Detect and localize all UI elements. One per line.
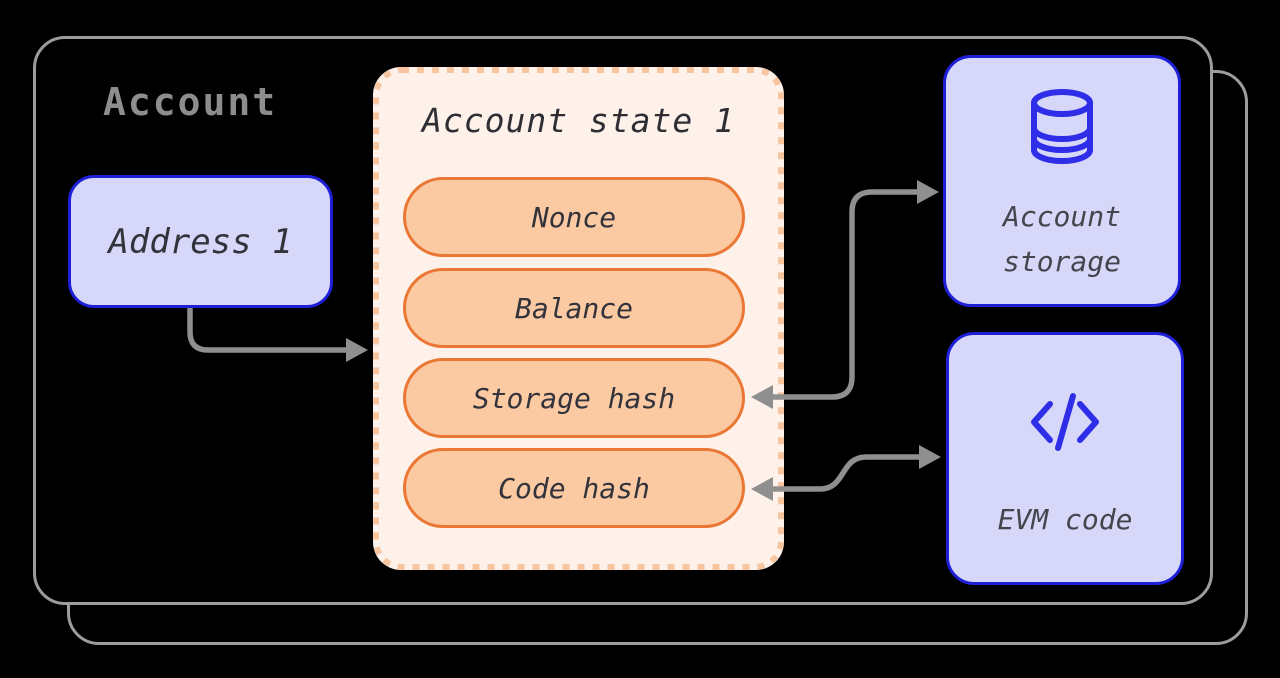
address-box: Address 1 bbox=[68, 175, 333, 308]
balance-label: Balance bbox=[514, 291, 633, 325]
code-hash-label: Code hash bbox=[498, 471, 650, 505]
account-storage-label: Account storage bbox=[946, 194, 1178, 284]
code-hash-pill: Code hash bbox=[403, 448, 745, 528]
account-card-title: Account bbox=[103, 80, 278, 124]
balance-pill: Balance bbox=[403, 268, 745, 348]
account-state-box: Account state 1 Nonce Balance Storage ha… bbox=[373, 67, 784, 570]
evm-code-box: EVM code bbox=[946, 332, 1184, 585]
nonce-label: Nonce bbox=[531, 200, 617, 234]
address-label: Address 1 bbox=[108, 221, 293, 262]
storage-hash-pill: Storage hash bbox=[403, 358, 745, 438]
nonce-pill: Nonce bbox=[403, 177, 745, 257]
account-storage-label-line2: storage bbox=[1002, 245, 1121, 278]
code-icon bbox=[949, 391, 1181, 453]
evm-code-label: EVM code bbox=[997, 503, 1133, 536]
account-state-title: Account state 1 bbox=[421, 101, 735, 140]
storage-hash-label: Storage hash bbox=[472, 381, 676, 415]
database-icon bbox=[946, 88, 1178, 166]
account-storage-box: Account storage bbox=[943, 55, 1181, 307]
account-storage-label-line1: Account bbox=[1002, 200, 1121, 233]
